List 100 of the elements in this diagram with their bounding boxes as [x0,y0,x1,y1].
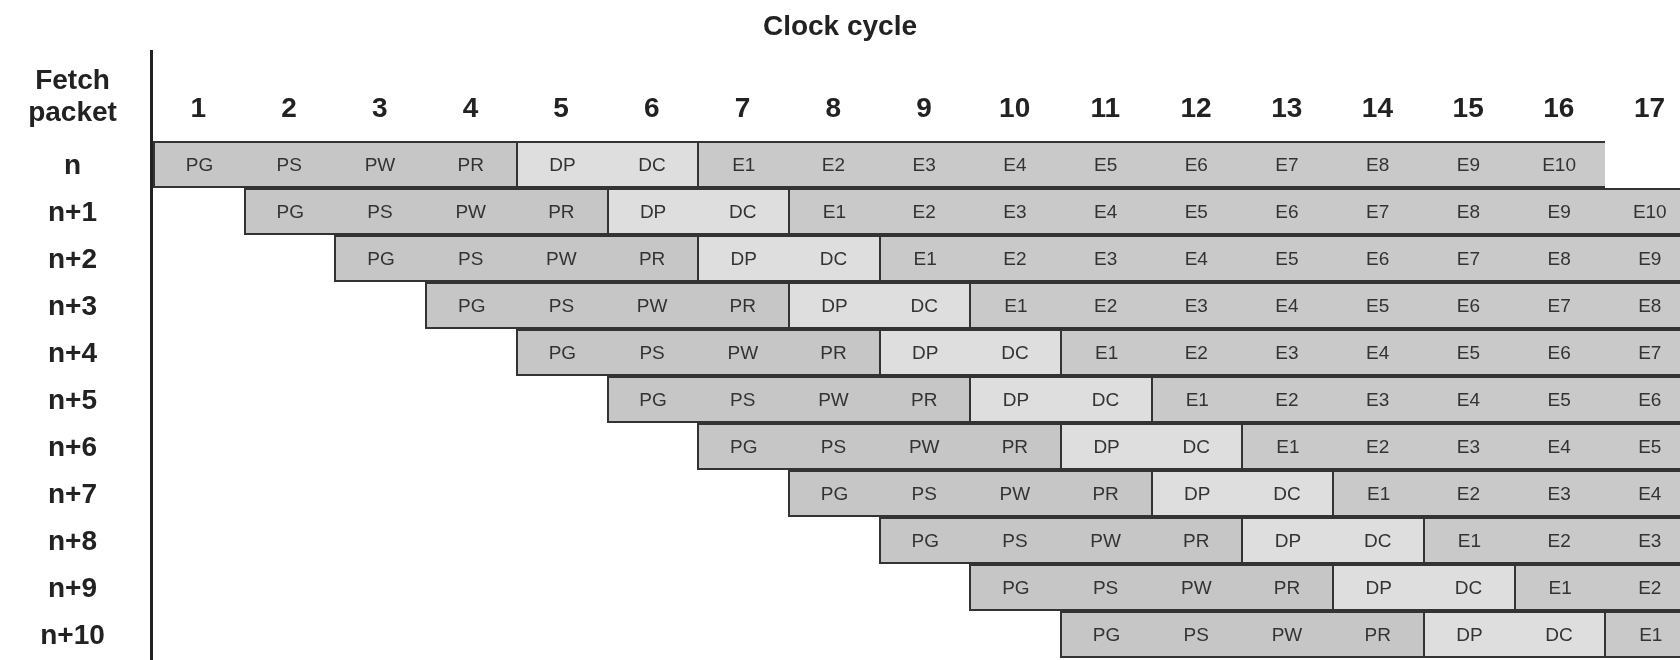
pipeline-stage-cell: DC [1422,564,1514,611]
pipeline-stage-cell: E8 [1513,235,1605,282]
pipeline-stage-cell: PW [697,329,789,376]
pipeline-stage-cell: E6 [1422,282,1514,329]
column-number: 12 [1179,91,1213,125]
row-label: n+3 [47,288,98,323]
pipeline-stage-cell: DP [969,376,1061,423]
pipeline-stage-cell: E6 [1332,235,1424,282]
pipeline-stage-cell: E2 [1513,517,1605,564]
pipeline-stage-cell: E1 [787,188,880,235]
pipeline-stage-cell: E1 [878,235,970,282]
pipeline-stage-cell: PS [878,470,970,517]
column-number: 1 [189,91,208,125]
pipeline-stage-cell: E5 [1241,235,1333,282]
pipeline-stage-cell: PW [1060,517,1152,564]
pipeline-stage-cell: PR [1241,564,1333,611]
pipeline-stage-cell: E4 [1060,188,1152,235]
pipeline-stage-cell: E4 [1604,470,1680,517]
row-label: n+8 [47,523,98,558]
pipeline-stage-cell: E3 [1060,235,1152,282]
pipeline-stage-cell: E1 [1241,423,1333,470]
row-label: n+1 [47,194,98,229]
pipeline-stage-cell: DP [1241,517,1333,564]
pipeline-stage-cell: DC [1060,376,1152,423]
pipeline-stage-cell: PR [969,423,1061,470]
pipeline-stage-cell: E2 [1332,423,1424,470]
column-number: 13 [1270,91,1304,125]
pipeline-stage-cell: DC [1150,423,1242,470]
pipeline-stage-cell: E3 [969,188,1061,235]
pipeline-stage-cell: PW [425,188,517,235]
pipeline-stage-cell: E5 [1150,188,1242,235]
pipeline-stage-cell: PS [969,517,1061,564]
pipeline-stage-cell: E1 [1422,517,1514,564]
pipeline-stage-cell: PG [334,235,426,282]
pipeline-stage-cell: PG [969,564,1061,611]
pipeline-stage-cell: PR [1332,611,1424,658]
pipeline-stage-cell: DC [1332,517,1424,564]
pipeline-stage-cell: PW [1241,611,1333,658]
column-number: 11 [1089,91,1122,125]
pipeline-stage-cell: DP [515,141,607,188]
column-number: 6 [643,91,661,125]
pipeline-stage-cell: E1 [1150,376,1242,423]
column-number: 15 [1451,91,1485,125]
pipeline-stage-cell: PG [425,282,517,329]
pipeline-stage-cell: DP [878,329,970,376]
pipeline-stage-cell: E1 [697,141,789,188]
row-label: n+10 [39,617,106,652]
column-number: 16 [1542,91,1576,125]
row-label: n+4 [47,335,98,370]
pipeline-stage-cell: PR [1060,470,1152,517]
pipeline-stage-cell: DP [606,188,698,235]
pipeline-stage-cell: E4 [1332,329,1424,376]
column-number: 9 [915,91,933,125]
pipeline-stage-cell: DC [1513,611,1605,658]
pipeline-stage-cell: PG [243,188,335,235]
pipeline-stage-cell: PS [425,235,517,282]
pipeline-stage-cell: E2 [1150,329,1242,376]
pipeline-stage-cell: PS [334,188,426,235]
pipeline-stage-cell: DP [1332,564,1424,611]
row-label: n [62,147,83,182]
pipeline-stage-cell: E4 [1513,423,1605,470]
pipeline-stage-cell: PR [606,235,698,282]
row-label: n+9 [47,570,98,605]
pipeline-stage-cell: E3 [1332,376,1424,423]
pipeline-stage-cell: E4 [969,141,1061,188]
pipeline-stage-cell: DC [606,141,698,188]
pipeline-stage-cell: PS [1060,564,1152,611]
pipeline-stage-cell: E5 [1422,329,1514,376]
pipeline-stage-cell: DC [1241,470,1333,517]
pipeline-stage-cell: PS [243,141,335,188]
pipeline-stage-cell: PG [1060,611,1152,658]
pipeline-stage-cell: E5 [1060,141,1152,188]
pipeline-stage-cell: PR [1150,517,1242,564]
pipeline-stage-cell: E1 [1604,611,1680,658]
pipeline-stage-cell: E4 [1422,376,1514,423]
pipeline-stage-cell: DP [1150,470,1242,517]
pipeline-stage-cell: E1 [1332,470,1424,517]
pipeline-stage-cell: PG [787,470,880,517]
pipeline-stage-cell: E8 [1604,282,1680,329]
pipeline-stage-cell: E3 [878,141,970,188]
pipeline-stage-cell: E3 [1241,329,1333,376]
row-label: n+7 [47,476,98,511]
pipeline-stage-cell: PW [787,376,880,423]
pipeline-stage-cell: PS [606,329,698,376]
pipeline-stage-cell: DP [1422,611,1514,658]
pipeline-stage-cell: PW [969,470,1061,517]
pipeline-stage-cell: E2 [787,141,880,188]
pipeline-stage-cell: PR [515,188,607,235]
column-number: 7 [733,91,752,125]
pipeline-stage-cell: E7 [1241,141,1333,188]
pipeline-stage-cell: E3 [1150,282,1242,329]
row-label: n+5 [47,382,98,417]
row-label: n+2 [47,241,98,276]
pipeline-stage-cell: E9 [1513,188,1605,235]
pipeline-stage-cell: E4 [1150,235,1242,282]
column-number: 5 [552,91,570,125]
pipeline-stage-cell: PR [787,329,880,376]
row-header-title: Fetch packet [27,63,118,129]
pipeline-stage-cell: E5 [1332,282,1424,329]
pipeline-stage-cell: PG [153,141,245,188]
